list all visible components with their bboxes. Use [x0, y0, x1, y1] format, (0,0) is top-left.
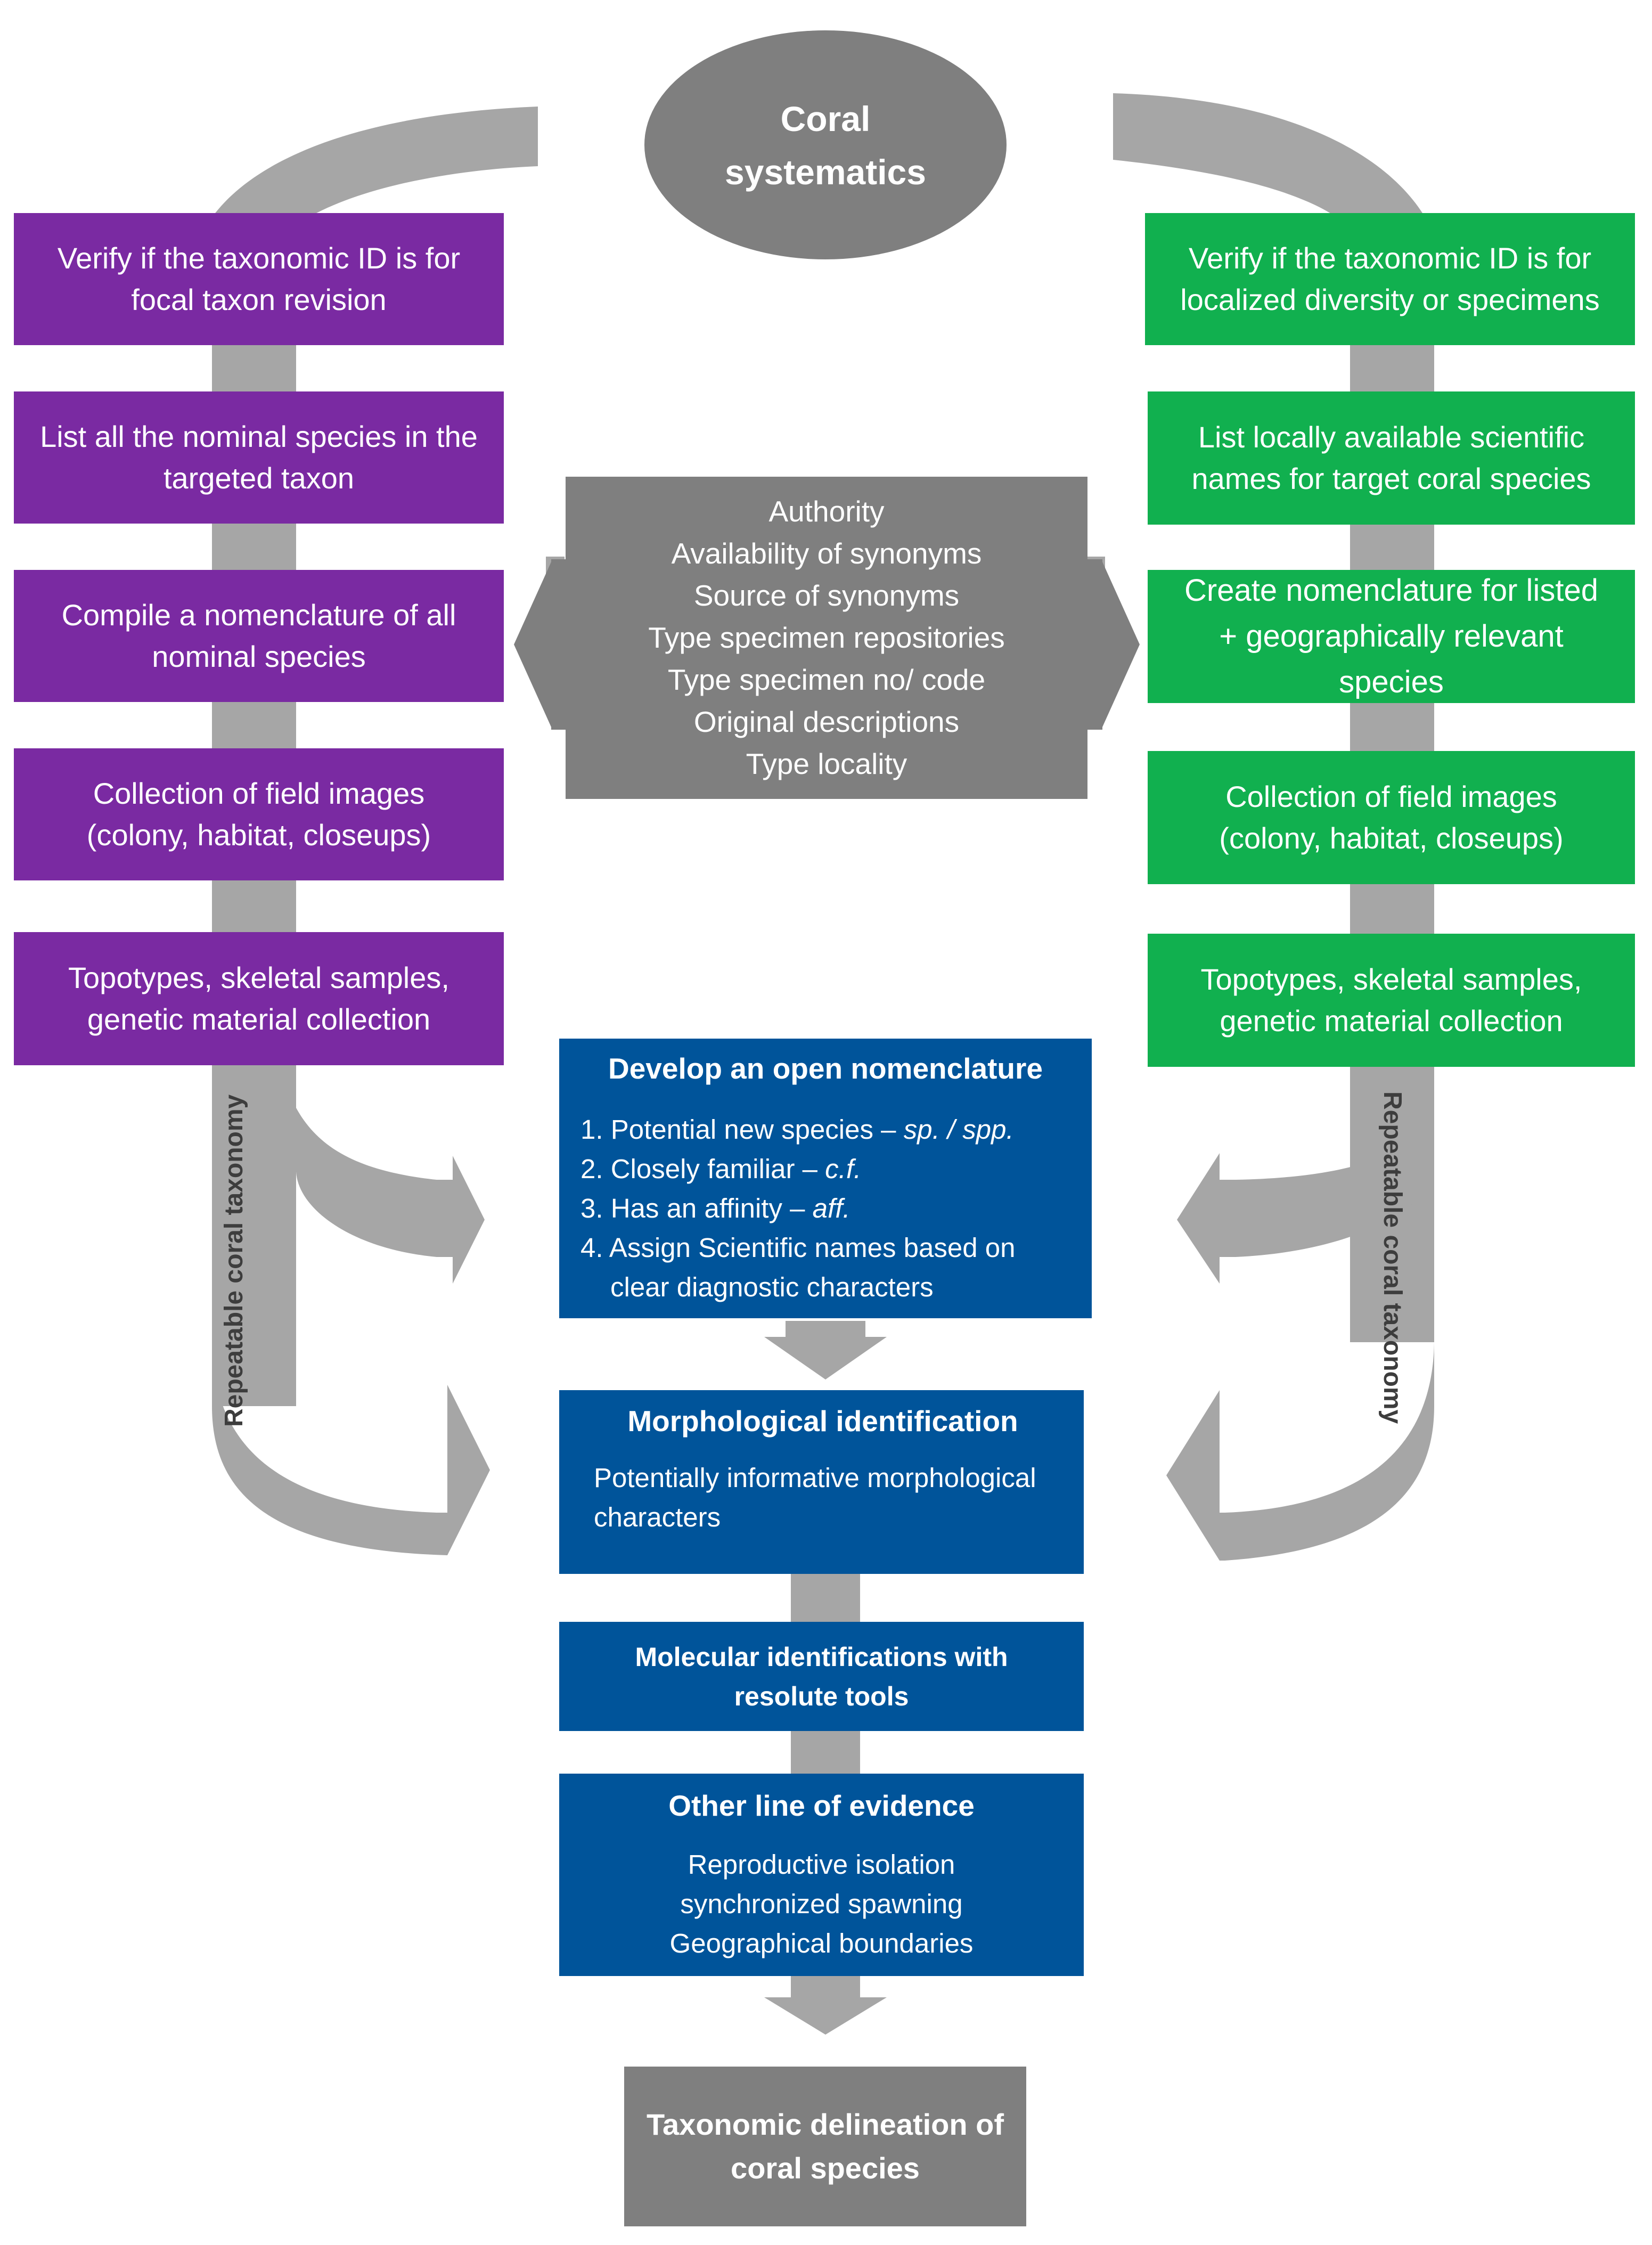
other-evidence-line-1: Reproductive isolation [688, 1849, 955, 1880]
left-step-5-line-2: genetic material collection [87, 1002, 431, 1036]
right-step-2-line-1: List locally available scientific [1198, 420, 1585, 454]
open-nomenclature-item-4-cont: clear diagnostic characters [610, 1272, 934, 1302]
left-step-5-line-1: Topotypes, skeletal samples, [68, 961, 449, 994]
molecular-line-1: Molecular identifications with [635, 1642, 1008, 1672]
field-authority: Authority [768, 495, 885, 528]
morphological-line-2: characters [594, 1502, 721, 1532]
left-step-3-line-2: nominal species [152, 640, 366, 673]
open-nomenclature-item-4: 4. Assign Scientific names based on [580, 1232, 1016, 1263]
morphological-line-1: Potentially informative morphological [594, 1463, 1036, 1493]
right-top-curve-arrow [1113, 93, 1427, 221]
final-line-2: coral species [731, 2151, 920, 2185]
right-step-4-line-2: (colony, habitat, closeups) [1219, 821, 1564, 855]
molecular-identification-box: Molecular identifications with resolute … [559, 1622, 1084, 1731]
right-step-5-line-2: genetic material collection [1220, 1004, 1563, 1038]
down-arrow-final [764, 1976, 887, 2035]
right-side-label-line-1: Repeatable coral [1378, 1091, 1406, 1296]
taxonomic-delineation-box: Taxonomic delineation of coral species [624, 2067, 1026, 2226]
right-step-4: Collection of field images (colony, habi… [1148, 751, 1635, 884]
title-line-1: Coral [780, 99, 871, 138]
item-2-text: 2. Closely familiar – [580, 1154, 825, 1184]
item-3-text: 3. Has an affinity – [580, 1193, 813, 1223]
other-evidence-body: Reproductive isolation synchronized spaw… [670, 1845, 974, 1963]
right-step-3-line-2: + geographically relevant [1219, 619, 1564, 654]
open-nomenclature-list: 1. Potential new species – sp. / spp. 2.… [580, 1110, 1070, 1307]
field-availability-of-synonyms: Availability of synonyms [671, 537, 982, 570]
right-step-5-line-1: Topotypes, skeletal samples, [1200, 962, 1582, 996]
left-step-1-line-1: Verify if the taxonomic ID is for [57, 241, 461, 275]
item-1-italic: sp. / spp. [903, 1114, 1014, 1145]
field-type-locality: Type locality [746, 747, 907, 780]
left-step-4: Collection of field images (colony, habi… [14, 748, 504, 880]
left-upper-branch-arrow [296, 1108, 485, 1284]
field-type-specimen-code: Type specimen no/ code [667, 663, 986, 696]
field-source-of-synonyms: Source of synonyms [693, 579, 960, 612]
right-lower-branch-arrow [1166, 1342, 1434, 1561]
right-upper-branch-arrow [1177, 1108, 1434, 1284]
center-right-arrowhead [1086, 559, 1140, 730]
connector-3 [791, 1731, 860, 1774]
title-ellipse [644, 30, 1007, 259]
morphological-body: Potentially informative morphological ch… [594, 1458, 1052, 1537]
other-evidence-line-3: Geographical boundaries [669, 1928, 974, 1958]
left-top-curve-arrow [208, 107, 538, 224]
field-type-specimen-repositories: Type specimen repositories [648, 621, 1005, 654]
left-step-1: Verify if the taxonomic ID is for focal … [14, 213, 504, 345]
left-step-3-line-1: Compile a nomenclature of all [61, 598, 456, 632]
item-2-italic: c.f. [825, 1154, 862, 1184]
open-nomenclature-title: Develop an open nomenclature [608, 1052, 1043, 1085]
left-side-label-line-2: taxonomy [220, 1094, 248, 1215]
right-side-label-text: Repeatable coral taxonomy [1371, 1091, 1413, 1424]
left-side-label-line-1: Repeatable coral [220, 1222, 248, 1427]
right-step-5: Topotypes, skeletal samples, genetic mat… [1148, 934, 1635, 1067]
right-step-3: Create nomenclature for listed + geograp… [1148, 570, 1635, 703]
left-step-2-line-2: targeted taxon [163, 461, 355, 495]
right-step-2-line-2: names for target coral species [1191, 462, 1591, 495]
other-evidence-line-2: synchronized spawning [680, 1889, 963, 1919]
morphological-title: Morphological identification [627, 1405, 1018, 1438]
right-step-3-line-3: species [1339, 665, 1444, 699]
left-step-4-line-2: (colony, habitat, closeups) [86, 818, 431, 852]
open-nomenclature-box: Develop an open nomenclature 1. Potentia… [559, 1039, 1092, 1318]
right-step-3-line-1: Create nomenclature for listed [1184, 573, 1598, 608]
open-nomenclature-item-1: 1. Potential new species – sp. / spp. [580, 1110, 1070, 1149]
right-step-1: Verify if the taxonomic ID is for locali… [1145, 213, 1635, 345]
left-lower-branch-arrow [212, 1342, 490, 1555]
other-evidence-title: Other line of evidence [668, 1789, 975, 1822]
final-line-1: Taxonomic delineation of [646, 2108, 1004, 2141]
left-side-label-text: Repeatable coral taxonomy [214, 1094, 255, 1427]
left-step-1-line-2: focal taxon revision [131, 283, 387, 316]
other-evidence-box: Other line of evidence Reproductive isol… [559, 1774, 1084, 1976]
center-left-arrowhead [514, 559, 567, 730]
right-step-2: List locally available scientific names … [1148, 391, 1635, 525]
molecular-line-2: resolute tools [734, 1681, 909, 1711]
right-step-1-line-1: Verify if the taxonomic ID is for [1188, 241, 1592, 275]
open-nomenclature-item-3: 3. Has an affinity – aff. [580, 1189, 1070, 1228]
right-step-1-line-2: localized diversity or specimens [1180, 283, 1600, 316]
left-step-3: Compile a nomenclature of all nominal sp… [14, 570, 504, 702]
left-step-2-line-1: List all the nominal species in the [40, 420, 478, 453]
nomenclature-fields-box: Authority Availability of synonyms Sourc… [566, 477, 1087, 799]
item-3-italic: aff. [812, 1193, 850, 1223]
left-step-4-line-1: Collection of field images [93, 777, 425, 810]
right-side-label-line-2: taxonomy [1378, 1303, 1406, 1424]
morphological-identification-box: Morphological identification Potentially… [559, 1390, 1084, 1574]
title-line-2: systematics [725, 152, 926, 192]
right-step-4-line-1: Collection of field images [1225, 780, 1557, 813]
open-nomenclature-item-2: 2. Closely familiar – c.f. [580, 1149, 1070, 1189]
down-arrow-1 [764, 1321, 887, 1379]
item-1-text: 1. Potential new species – [580, 1114, 904, 1145]
connector-2 [791, 1574, 860, 1622]
field-original-descriptions: Original descriptions [693, 705, 960, 738]
diagram-title: Coral systematics [642, 31, 1009, 260]
left-step-2: List all the nominal species in the targ… [14, 391, 504, 524]
left-step-5: Topotypes, skeletal samples, genetic mat… [14, 932, 504, 1065]
